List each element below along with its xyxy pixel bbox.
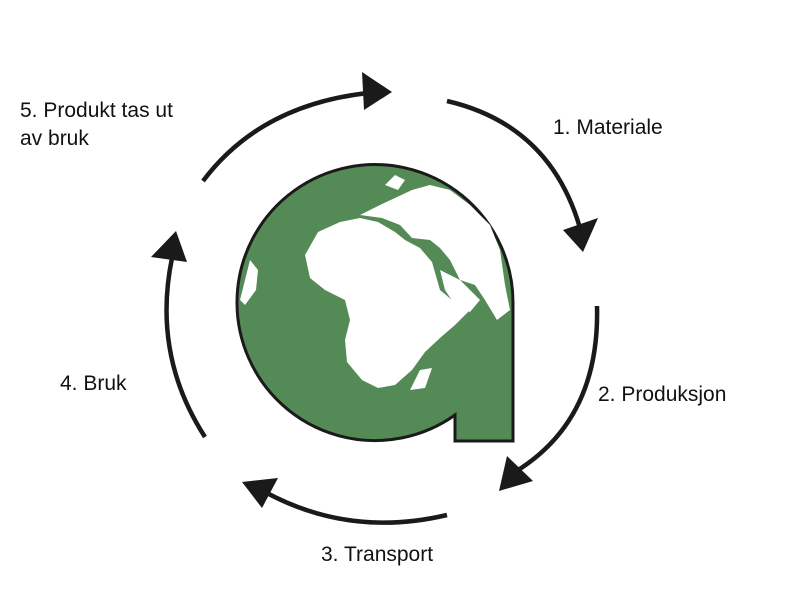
madagascar-land [410,368,432,390]
scandinavia-land [385,175,405,190]
step-4-label: 4. Bruk [60,372,127,395]
step-1-label: 1. Materiale [553,116,663,139]
arrowhead-icon [563,218,598,252]
arrowhead-icon [362,72,392,110]
step-5-label: 5. Produkt tas ut av bruk [20,97,173,153]
step-3-label: 3. Transport [321,543,434,566]
arrowhead-icon [499,456,533,491]
cycle-arrows [164,90,600,525]
arrow-4-to-5 [164,257,207,439]
arrow-2-to-3 [513,305,600,474]
arrowhead-icon [242,478,278,508]
arrow-5-to-1 [201,90,369,183]
globe-logo [235,163,515,443]
arabia-land [440,270,480,312]
africa-land [305,218,470,388]
step-5-label-line1: 5. Produkt tas ut [20,99,173,122]
step-2-label: 2. Produksjon [598,383,727,406]
americas-land [240,260,258,305]
arrowhead-icon [151,231,187,262]
arrowheads [151,72,598,508]
arrow-3-to-4 [263,490,448,525]
arrow-1-to-2 [446,98,583,229]
step-5-label-line2: av bruk [20,127,89,150]
europe-land [360,185,510,320]
